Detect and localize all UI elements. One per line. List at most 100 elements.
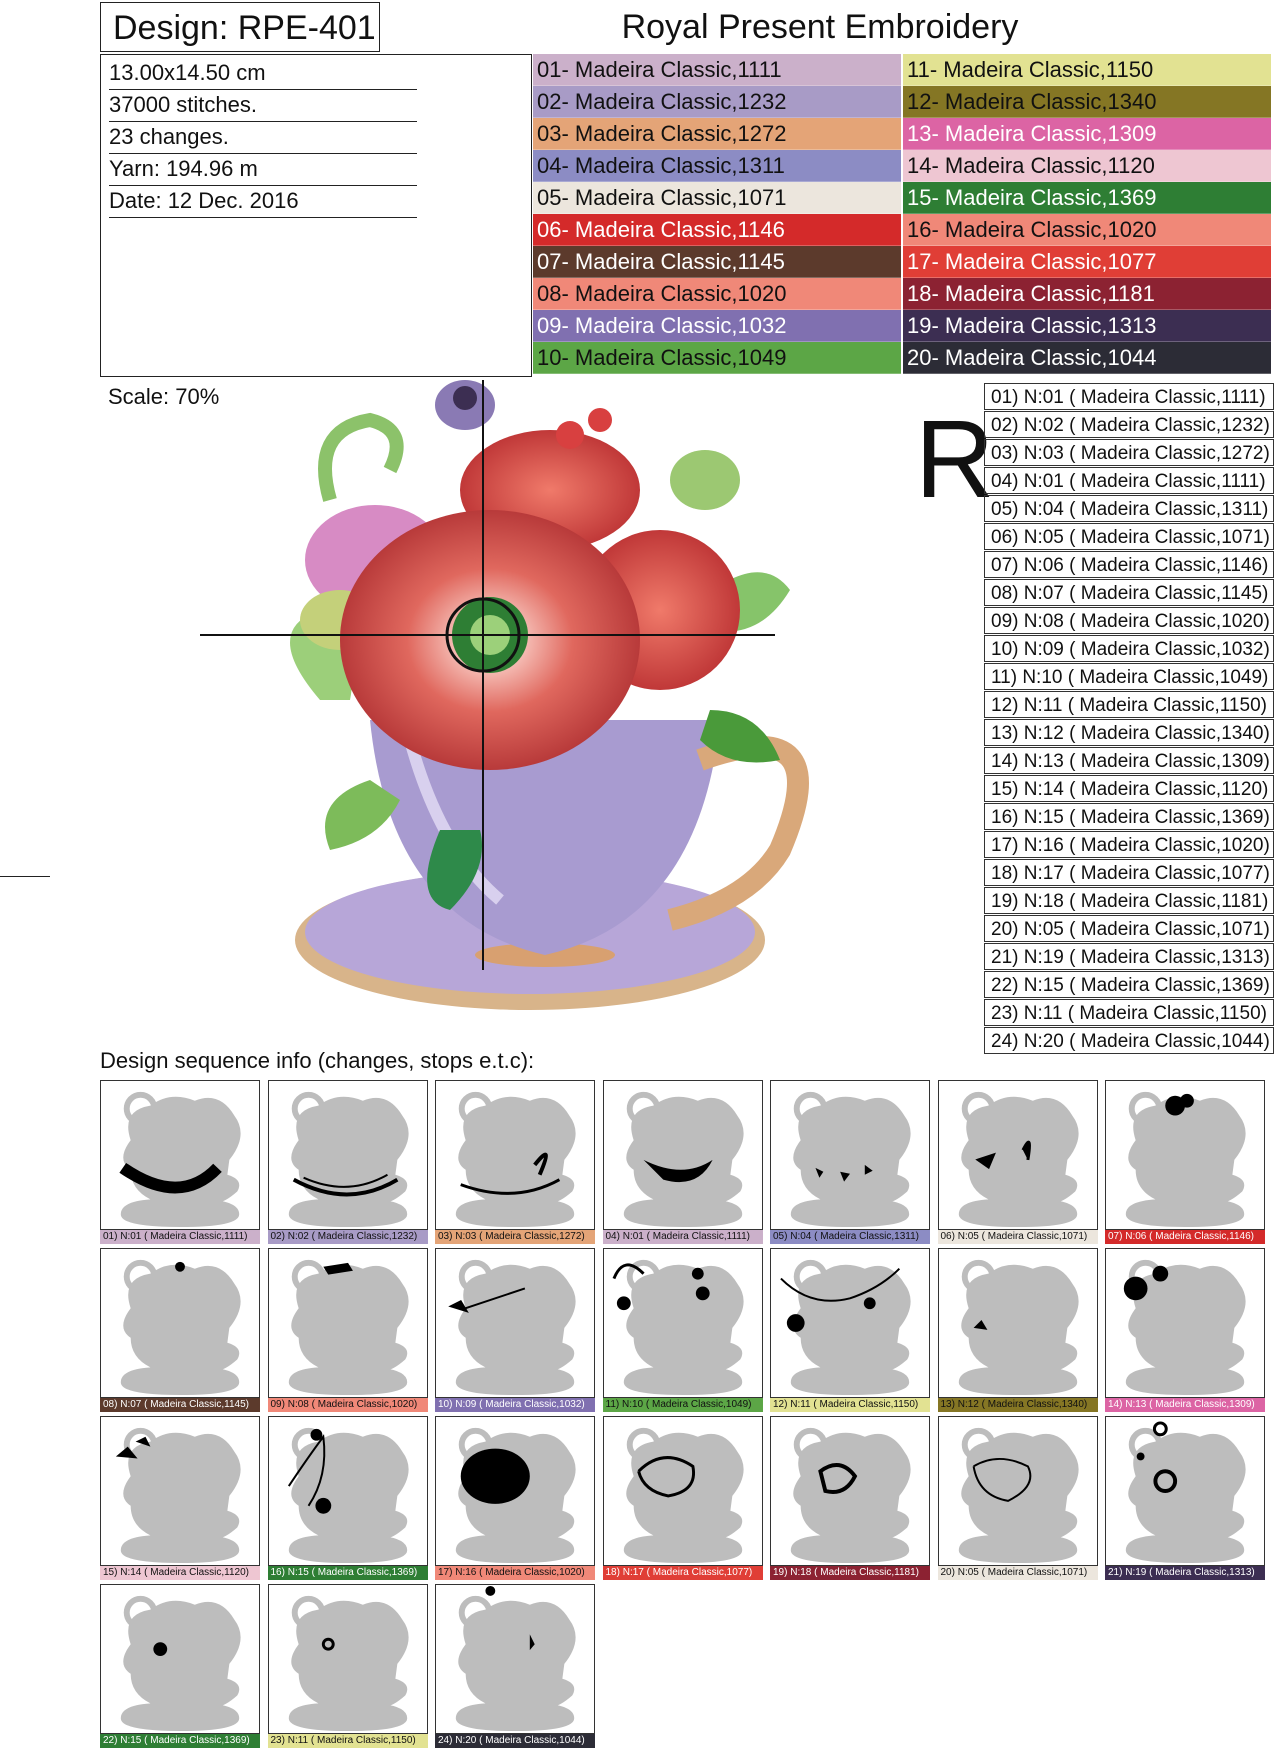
sequence-item: 06) N:05 ( Madeira Classic,1071) <box>984 523 1274 550</box>
color-swatch: 09- Madeira Classic,1032 <box>533 310 901 342</box>
sequence-thumbnail: 13) N:12 ( Madeira Classic,1340) <box>937 1248 1098 1413</box>
silhouette-image <box>455 1427 576 1564</box>
color-swatch: 01- Madeira Classic,1111 <box>533 54 901 86</box>
color-sequence-list: 01) N:01 ( Madeira Classic,1111)02) N:02… <box>984 383 1274 1055</box>
spec-line: 23 changes. <box>109 121 417 154</box>
silhouette-image <box>790 1427 911 1564</box>
thumbnail-preview <box>267 1416 428 1566</box>
sequence-item: 22) N:15 ( Madeira Classic,1369) <box>984 971 1274 998</box>
sequence-item: 12) N:11 ( Madeira Classic,1150) <box>984 691 1274 718</box>
thumbnail-preview <box>435 1416 595 1566</box>
color-swatch: 02- Madeira Classic,1232 <box>533 86 901 118</box>
sequence-thumbnail: 22) N:15 ( Madeira Classic,1369) <box>100 1584 260 1749</box>
silhouette-image <box>287 1427 409 1564</box>
thumbnail-caption: 02) N:02 ( Madeira Classic,1232) <box>267 1230 428 1244</box>
thumbnail-preview <box>100 1248 260 1398</box>
sequence-thumbnail: 19) N:18 ( Madeira Classic,1181) <box>770 1416 930 1581</box>
sequence-thumbnail: 21) N:19 ( Madeira Classic,1313) <box>1105 1416 1265 1581</box>
sequence-thumbnail: 01) N:01 ( Madeira Classic,1111) <box>100 1080 260 1245</box>
sequence-item: 14) N:13 ( Madeira Classic,1309) <box>984 747 1274 774</box>
color-swatch: 04- Madeira Classic,1311 <box>533 150 901 182</box>
color-swatch: 05- Madeira Classic,1071 <box>533 182 901 214</box>
thumbnail-caption: 15) N:14 ( Madeira Classic,1120) <box>100 1566 260 1580</box>
sequence-thumbnail: 18) N:17 ( Madeira Classic,1077) <box>602 1416 763 1581</box>
color-swatch: 03- Madeira Classic,1272 <box>533 118 901 150</box>
thumbnail-caption: 24) N:20 ( Madeira Classic,1044) <box>435 1734 595 1748</box>
sequence-item: 24) N:20 ( Madeira Classic,1044) <box>984 1027 1274 1054</box>
sequence-item: 16) N:15 ( Madeira Classic,1369) <box>984 803 1274 830</box>
sequence-item: 13) N:12 ( Madeira Classic,1340) <box>984 719 1274 746</box>
thumbnail-caption: 18) N:17 ( Madeira Classic,1077) <box>602 1566 763 1580</box>
sequence-thumbnail: 20) N:05 ( Madeira Classic,1071) <box>937 1416 1098 1581</box>
thumbnail-caption: 19) N:18 ( Madeira Classic,1181) <box>770 1566 930 1580</box>
sequence-thumbnail: 16) N:15 ( Madeira Classic,1369) <box>267 1416 428 1581</box>
thumbnail-preview <box>435 1584 595 1734</box>
thumbnail-preview <box>770 1416 930 1566</box>
thumbnail-caption: 21) N:19 ( Madeira Classic,1313) <box>1105 1566 1265 1580</box>
silhouette-image <box>120 1259 241 1396</box>
sequence-item: 04) N:01 ( Madeira Classic,1111) <box>984 467 1274 494</box>
silhouette-image <box>958 1091 1079 1228</box>
silhouette-image <box>115 1427 241 1564</box>
sequence-thumbnail: 03) N:03 ( Madeira Classic,1272) <box>435 1080 595 1245</box>
thumbnail-preview <box>435 1080 595 1230</box>
sequence-thumbnail: 02) N:02 ( Madeira Classic,1232) <box>267 1080 428 1245</box>
sequence-thumbnail: 23) N:11 ( Madeira Classic,1150) <box>267 1584 428 1749</box>
spec-line: 13.00x14.50 cm <box>109 57 417 90</box>
silhouette-image <box>623 1427 744 1564</box>
thumbnail-preview <box>1105 1248 1265 1398</box>
sequence-thumbnail: 15) N:14 ( Madeira Classic,1120) <box>100 1416 260 1581</box>
silhouette-image <box>1123 1259 1246 1396</box>
sequence-item: 03) N:03 ( Madeira Classic,1272) <box>984 439 1274 466</box>
color-swatch: 18- Madeira Classic,1181 <box>903 278 1271 310</box>
thumbnail-preview <box>267 1584 428 1734</box>
silhouette-image <box>1125 1421 1246 1564</box>
thumbnail-preview <box>100 1080 260 1230</box>
silhouette-image <box>455 1091 576 1228</box>
color-swatch: 13- Madeira Classic,1309 <box>903 118 1271 150</box>
design-title: Design: RPE-401 <box>100 2 380 52</box>
thumbnail-preview <box>100 1584 260 1734</box>
thumbnail-caption: 17) N:16 ( Madeira Classic,1020) <box>435 1566 595 1580</box>
sequence-item: 07) N:06 ( Madeira Classic,1146) <box>984 551 1274 578</box>
thumbnail-caption: 06) N:05 ( Madeira Classic,1071) <box>937 1230 1098 1244</box>
sequence-thumbnail: 14) N:13 ( Madeira Classic,1309) <box>1105 1248 1265 1413</box>
thumbnail-caption: 14) N:13 ( Madeira Classic,1309) <box>1105 1398 1265 1412</box>
thumbnail-preview <box>602 1248 763 1398</box>
thumbnail-caption: 04) N:01 ( Madeira Classic,1111) <box>602 1230 763 1244</box>
silhouette-image <box>1125 1091 1246 1228</box>
color-swatch: 19- Madeira Classic,1313 <box>903 310 1271 342</box>
sequence-thumbnail: 11) N:10 ( Madeira Classic,1049) <box>602 1248 763 1413</box>
silhouette-image <box>448 1259 576 1396</box>
thumbnail-preview <box>602 1416 763 1566</box>
sequence-item: 18) N:17 ( Madeira Classic,1077) <box>984 859 1274 886</box>
color-swatch: 12- Madeira Classic,1340 <box>903 86 1271 118</box>
sequence-thumbnail: 08) N:07 ( Madeira Classic,1145) <box>100 1248 260 1413</box>
sequence-thumbnail: 17) N:16 ( Madeira Classic,1020) <box>435 1416 595 1581</box>
thumbnail-preview <box>1105 1416 1265 1566</box>
thumbnail-preview <box>267 1248 428 1398</box>
sequence-item: 10) N:09 ( Madeira Classic,1032) <box>984 635 1274 662</box>
thumbnail-preview <box>937 1416 1098 1566</box>
color-swatch: 17- Madeira Classic,1077 <box>903 246 1271 278</box>
spec-line: 37000 stitches. <box>109 89 417 122</box>
company-title: Royal Present Embroidery <box>621 8 1019 46</box>
spec-line: Yarn: 194.96 m <box>109 153 417 186</box>
sequence-item: 02) N:02 ( Madeira Classic,1232) <box>984 411 1274 438</box>
thumbnail-preview <box>100 1416 260 1566</box>
color-swatch: 16- Madeira Classic,1020 <box>903 214 1271 246</box>
thumbnail-preview <box>435 1248 595 1398</box>
sequence-item: 21) N:19 ( Madeira Classic,1313) <box>984 943 1274 970</box>
silhouette-image <box>623 1091 744 1228</box>
embroidery-design-image <box>200 380 809 1010</box>
silhouette-image <box>612 1259 744 1396</box>
color-swatch: 20- Madeira Classic,1044 <box>903 342 1271 374</box>
thumbnail-preview <box>937 1080 1098 1230</box>
sequence-heading: Design sequence info (changes, stops e.t… <box>100 1048 535 1073</box>
spec-line: Date: 12 Dec. 2016 <box>109 185 417 218</box>
sequence-thumbnail: 10) N:09 ( Madeira Classic,1032) <box>435 1248 595 1413</box>
thumbnail-preview <box>602 1080 763 1230</box>
sequence-thumbnail: 07) N:06 ( Madeira Classic,1146) <box>1105 1080 1265 1245</box>
silhouette-image <box>288 1091 409 1228</box>
